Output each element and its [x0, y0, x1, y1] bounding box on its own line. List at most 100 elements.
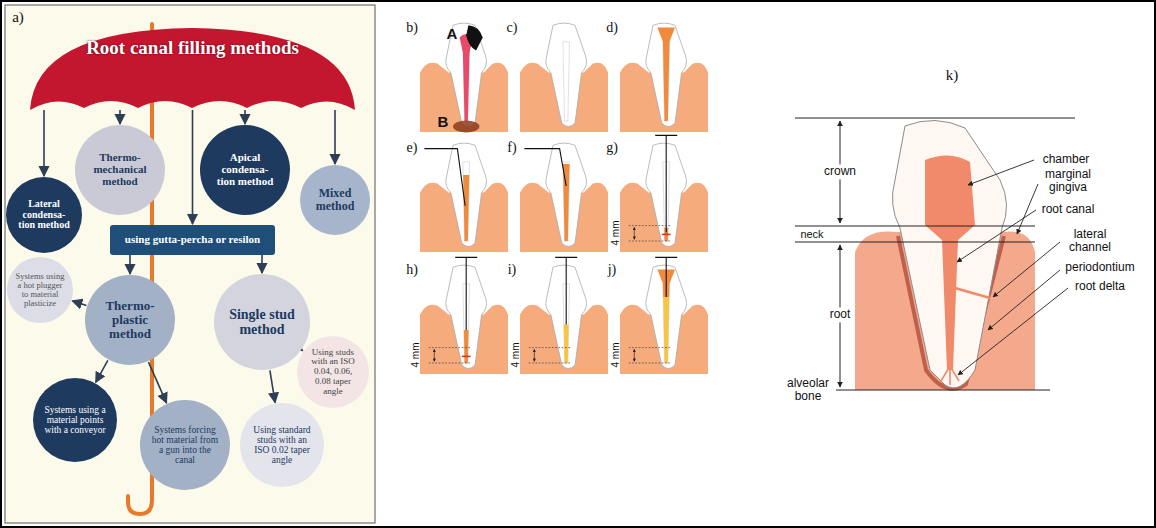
stud-circle: Using standard studs with an ISO 0.02 ta…: [240, 403, 324, 487]
umbrella-canopy: Root canal filling methods: [30, 28, 355, 110]
tooth-g: [620, 135, 708, 252]
reference-lines: [795, 118, 1075, 390]
panel-label: k): [946, 67, 959, 84]
part-label: root delta: [1075, 280, 1125, 293]
node-text: Systems forcing hot material from a gun …: [151, 425, 219, 466]
circle-shape: [7, 257, 73, 323]
method-circle: Lateral condensa- tion method: [6, 177, 82, 253]
panel-label: c): [507, 20, 518, 35]
panel-label: f): [507, 140, 516, 155]
tooth-b: [420, 23, 508, 132]
circle-shape: [75, 125, 165, 215]
panel-label: d): [606, 20, 618, 35]
system-circle: Systems forcing hot material from a gun …: [140, 400, 230, 490]
tooth-d: [620, 23, 708, 132]
tooth-b: [460, 34, 473, 121]
text-holder: using gutta-percha or resilon: [110, 225, 275, 255]
node-text: using gutta-percha or resilon: [125, 234, 260, 246]
tooth-anatomy: [892, 120, 1006, 387]
panel-label: b): [406, 20, 418, 35]
connector-arrow: [43, 110, 45, 176]
tooth-anatomy: [955, 288, 990, 298]
method-circle: Thermo- plastic method: [85, 275, 175, 365]
text-holder: Using studs with an ISO 0.04, 0.06, 0.08…: [297, 336, 369, 408]
part-label: alveolar bone: [780, 376, 836, 404]
tooth-i: [529, 348, 572, 363]
node-text: Using standard studs with an ISO 0.02 ta…: [251, 425, 314, 466]
tooth-h: [420, 257, 508, 374]
tooth-i: [520, 257, 608, 374]
bar-shape: [110, 225, 275, 255]
part-label: lateral channel: [1064, 228, 1116, 254]
connector-arrow: [192, 110, 194, 224]
tooth-j: [620, 257, 708, 374]
connector-arrow: [334, 110, 336, 164]
circle-shape: [200, 125, 290, 215]
panel-label: g): [606, 140, 618, 155]
node-text: Systems using a material points with a c…: [44, 405, 107, 436]
tooth-c: [520, 23, 608, 132]
dimension-label: 4 mm: [410, 343, 421, 368]
connector-arrow: [119, 110, 121, 124]
tooth-b: [420, 23, 508, 132]
node-text: Single stud method: [226, 307, 298, 337]
tooth-g: [662, 234, 671, 236]
part-label: marginal gingiva: [1041, 168, 1095, 194]
tooth-g: [655, 135, 677, 232]
part-label: crown: [822, 164, 858, 179]
tooth-anatomy: [941, 366, 959, 385]
connector-arrow: [270, 370, 275, 402]
tooth-d: [620, 23, 708, 132]
umbrella-title: Root canal filling methods: [86, 38, 299, 59]
connector-arrow: [149, 362, 167, 403]
text-holder: Using standard studs with an ISO 0.02 ta…: [240, 403, 324, 487]
method-circle: Single stud method: [214, 274, 310, 370]
tooth-i: [564, 325, 569, 364]
circle-shape: [33, 378, 117, 462]
text-holder: Thermo- plastic method: [85, 275, 175, 365]
system-circle: Systems using a material points with a c…: [33, 378, 117, 462]
tooth-f: [520, 143, 608, 252]
tooth-b: [466, 25, 483, 50]
part-label: B: [438, 114, 449, 131]
text-holder: Lateral condensa- tion method: [6, 177, 82, 253]
circle-shape: [297, 336, 369, 408]
tooth-g: [620, 143, 708, 252]
leader-lines: [957, 210, 1036, 262]
panel-label: a): [12, 9, 24, 26]
circle-shape: [85, 275, 175, 365]
tooth-c: [520, 23, 608, 132]
tooth-j: [655, 257, 677, 297]
part-label: neck: [800, 228, 823, 240]
connector-arrow: [96, 360, 108, 382]
tooth-d: [657, 28, 675, 122]
tooth-e: [463, 175, 469, 241]
circle-shape: [140, 400, 230, 490]
connector-arrow: [261, 255, 263, 273]
node-text: Thermo- plastic method: [96, 299, 164, 341]
tooth-j: [663, 297, 669, 363]
tooth-h: [429, 348, 472, 363]
part-label: root canal: [1042, 203, 1095, 216]
stud-circle: Using studs with an ISO 0.04, 0.06, 0.08…: [297, 336, 369, 408]
method-circle: Mixed method: [300, 165, 370, 235]
dimension-label: 4 mm: [510, 343, 521, 368]
text-holder: Apical condensa- tion method: [200, 125, 290, 215]
panel-label: i): [508, 262, 517, 277]
method-circle: Apical condensa- tion method: [200, 125, 290, 215]
node-text: Apical condensa- tion method: [211, 152, 279, 188]
tooth-f: [524, 149, 566, 186]
tooth-i: [555, 257, 577, 324]
connector-arrow: [129, 255, 131, 274]
tooth-e: [424, 149, 465, 206]
panel-label: e): [407, 140, 418, 155]
tooth-g: [629, 226, 672, 241]
connector-arrow: [301, 349, 303, 351]
tooth-e: [420, 143, 508, 252]
material-bar: using gutta-percha or resilon: [110, 225, 275, 255]
part-label: periodontium: [1065, 261, 1134, 274]
circle-shape: [240, 403, 324, 487]
panel-background: [5, 5, 375, 523]
